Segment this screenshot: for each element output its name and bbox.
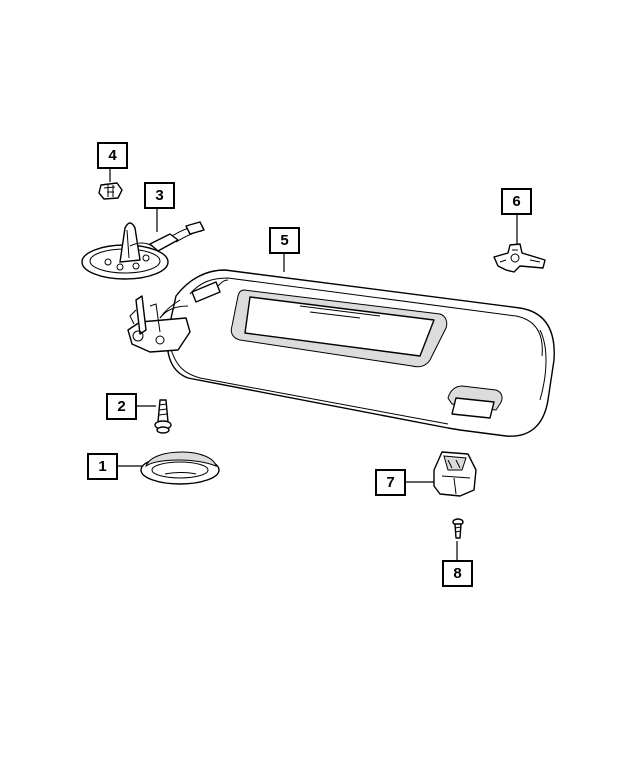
svg-text:8: 8 xyxy=(453,565,461,582)
leader-lines xyxy=(109,169,518,560)
part-7-visor-clip xyxy=(433,451,477,497)
callout-6: 6 xyxy=(501,188,532,215)
part-2-screw xyxy=(154,399,172,434)
part-4-clip xyxy=(98,182,123,200)
part-8-screw xyxy=(452,518,464,539)
callout-2: 2 xyxy=(106,393,137,420)
callout-8: 8 xyxy=(442,560,473,587)
callout-3: 3 xyxy=(144,182,175,209)
visor-pivot-assembly xyxy=(127,295,191,353)
svg-text:2: 2 xyxy=(117,398,125,415)
svg-text:1: 1 xyxy=(98,458,106,475)
svg-text:4: 4 xyxy=(108,147,117,164)
svg-text:7: 7 xyxy=(386,474,394,491)
svg-text:6: 6 xyxy=(512,193,520,210)
svg-text:3: 3 xyxy=(155,187,163,204)
part-3-pivot-bracket xyxy=(81,221,205,280)
callout-1: 1 xyxy=(87,453,118,480)
callout-7: 7 xyxy=(375,469,406,496)
svg-text:5: 5 xyxy=(280,232,288,249)
callout-5: 5 xyxy=(269,227,300,254)
callout-4: 4 xyxy=(97,142,128,169)
part-5-sun-visor xyxy=(159,269,555,437)
part-6-retainer-clip xyxy=(493,243,546,273)
part-1-bezel xyxy=(140,451,220,485)
